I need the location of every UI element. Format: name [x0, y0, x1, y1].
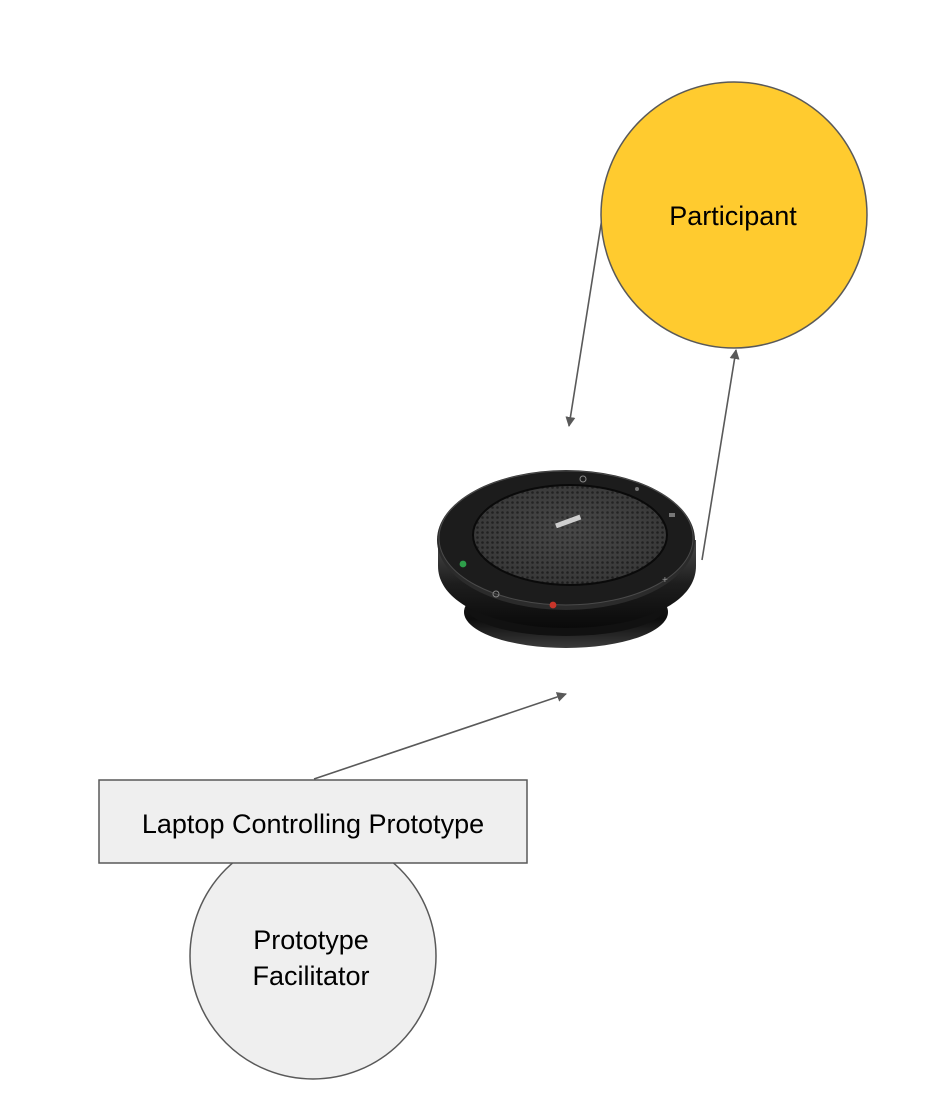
facilitator-circle: [189, 832, 437, 1080]
edge-speakerphone-to-participant: [701, 349, 740, 561]
facilitator-node: Prototype Facilitator: [189, 832, 437, 1080]
facilitator-label-line1: Prototype: [253, 925, 369, 955]
laptop-box: [98, 779, 528, 864]
edge-participant-to-speakerphone: [565, 211, 604, 427]
laptop-label: Laptop Controlling Prototype: [142, 809, 484, 839]
svg-text:+: +: [662, 575, 668, 586]
speakerphone-icon: +: [437, 470, 696, 648]
participant-node: Participant: [600, 81, 868, 349]
facilitator-label-line2: Facilitator: [252, 961, 369, 991]
participant-label: Participant: [669, 201, 797, 231]
participant-circle: [600, 81, 868, 349]
edge-laptop-to-speakerphone: [313, 692, 567, 780]
laptop-node: Laptop Controlling Prototype: [98, 779, 528, 864]
